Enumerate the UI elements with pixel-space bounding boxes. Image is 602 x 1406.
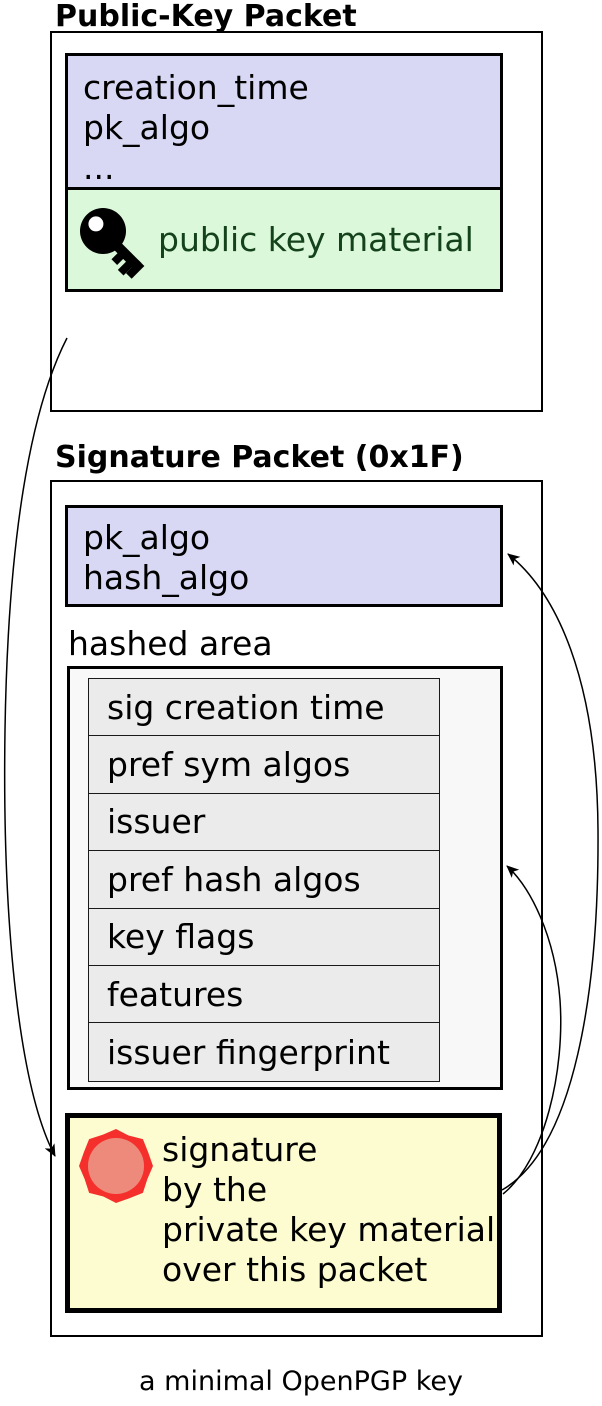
subpacket-issuer: issuer	[89, 793, 439, 852]
field-pk-algo: pk_algo	[83, 108, 211, 147]
field-pk-algo: pk_algo	[83, 518, 211, 557]
signature-description: signature by the private key material ov…	[162, 1130, 495, 1290]
signature-packet-title: Signature Packet (0x1F)	[55, 440, 464, 475]
key-icon	[80, 208, 145, 279]
hashed-area-box: sig creation time pref sym algos issuer …	[67, 666, 503, 1090]
public-key-material-label: public key material	[158, 220, 474, 259]
hashed-area-label: hashed area	[68, 624, 273, 663]
subpacket-key-flags: key flags	[89, 908, 439, 966]
signature-line: over this packet	[162, 1250, 428, 1289]
field-ellipsis: ...	[83, 148, 115, 187]
signature-line: private key material	[162, 1210, 496, 1249]
field-creation-time: creation_time	[83, 68, 309, 107]
public-key-header-fields-box: creation_time pk_algo ...	[65, 53, 503, 190]
signature-line: signature	[162, 1130, 318, 1169]
field-hash-algo: hash_algo	[83, 558, 250, 597]
seal-inner-disc	[88, 1138, 144, 1194]
signature-value-box: signature by the private key material ov…	[65, 1113, 502, 1313]
subpacket-table: sig creation time pref sym algos issuer …	[88, 678, 440, 1082]
seal-icon	[79, 1129, 153, 1203]
subpacket-issuer-fingerprint: issuer fingerprint	[89, 1023, 439, 1081]
signature-header-fields-box: pk_algo hash_algo	[65, 505, 503, 607]
diagram-caption: a minimal OpenPGP key	[139, 1366, 463, 1397]
signature-line: by the	[162, 1170, 268, 1209]
public-key-material-box: public key material	[65, 187, 503, 292]
subpacket-pref-hash-algos: pref hash algos	[89, 851, 439, 909]
subpacket-pref-sym-algos: pref sym algos	[89, 736, 439, 794]
subpacket-features: features	[89, 965, 439, 1024]
public-key-packet-title: Public-Key Packet	[55, 0, 357, 34]
subpacket-sig-creation-time: sig creation time	[89, 679, 439, 737]
